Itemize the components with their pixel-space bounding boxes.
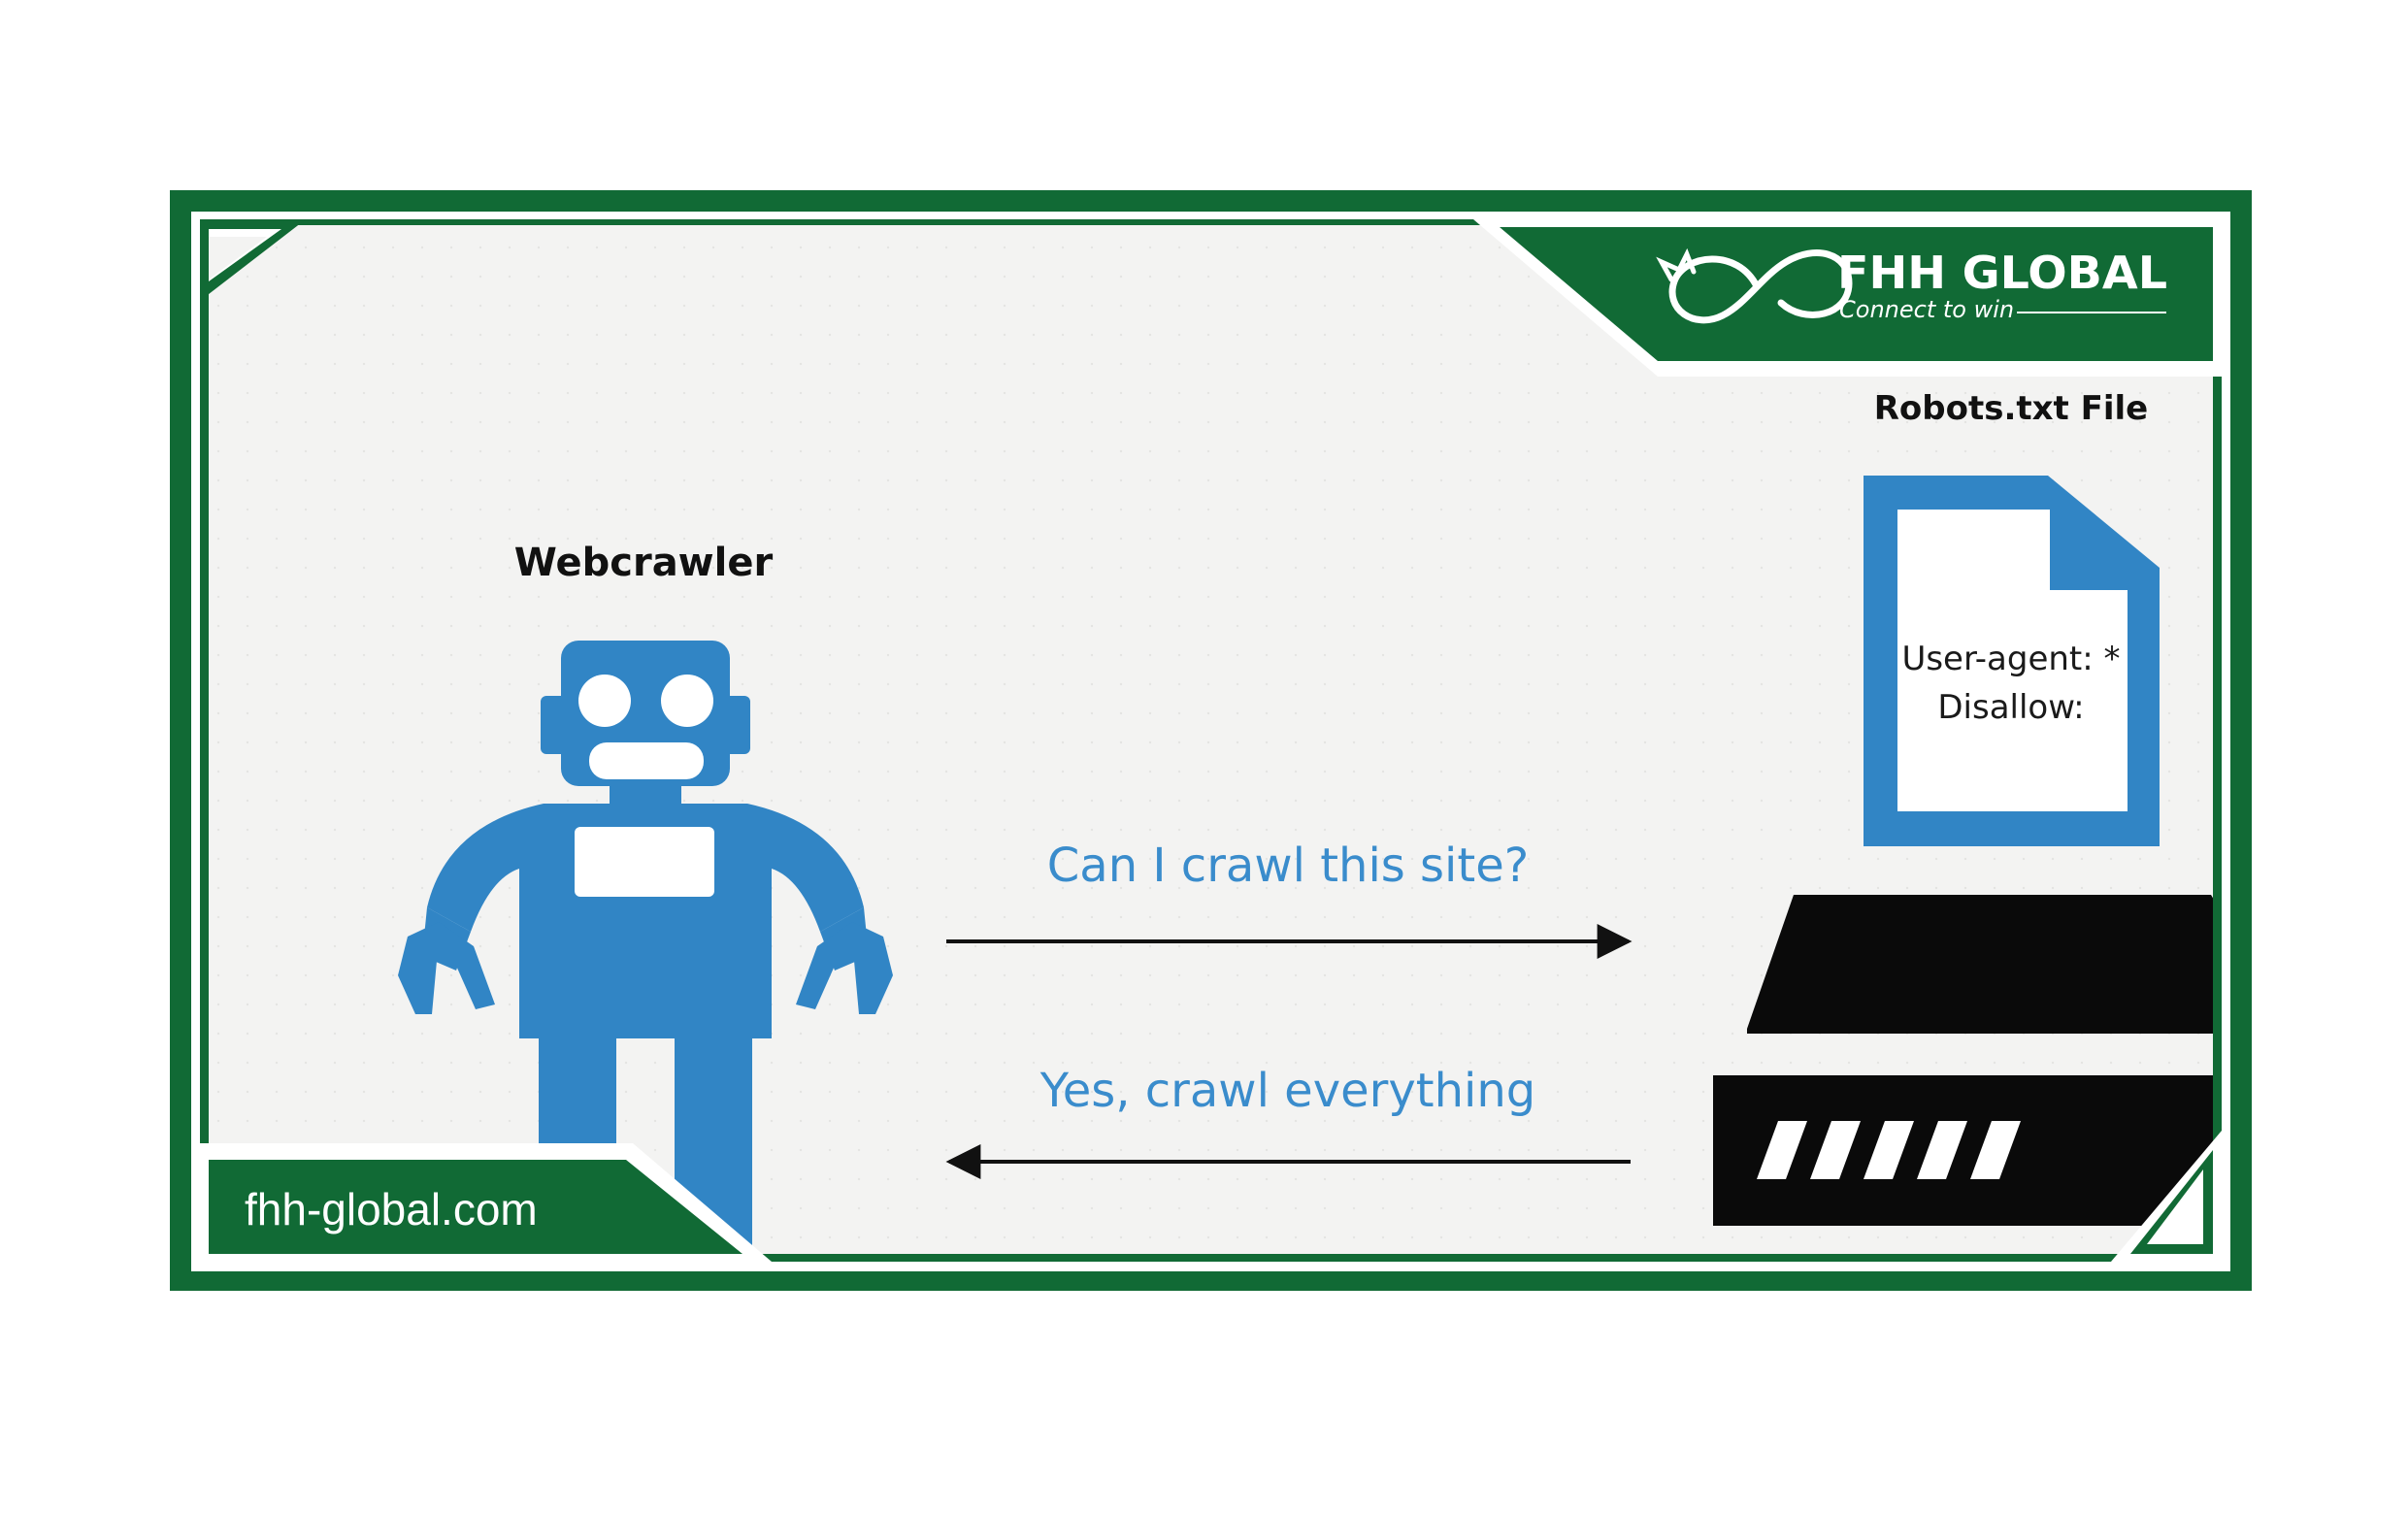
corner-decoration-top-left [200, 219, 306, 301]
server-vent-slots [1757, 1121, 2021, 1179]
server-icon [1713, 895, 2213, 1226]
robot-mouth [589, 742, 704, 779]
response-message: Yes, crawl everything [1039, 1064, 1535, 1118]
brand-tagline: Connect to win [1839, 296, 2014, 323]
request-message: Can I crawl this site? [1047, 839, 1529, 893]
robot-chest-panel [575, 827, 714, 897]
request-arrow: Can I crawl this site? [946, 839, 1633, 959]
document-icon: User-agent: * Disallow: [1864, 476, 2160, 846]
infinity-dragon-logo-icon [1656, 247, 1853, 324]
robot-face [575, 675, 714, 897]
brand-name: FHH GLOBAL [1837, 247, 2167, 299]
crawler-label: Webcrawler [514, 541, 774, 585]
robot-right-eye [661, 675, 713, 727]
corner-decoration-bottom-right [2111, 1131, 2222, 1262]
file-label: Robots.txt File [1874, 389, 2149, 428]
robot-left-eye [578, 675, 631, 727]
robots-line-2: Disallow: [1937, 688, 2084, 727]
robots-line-1: User-agent: * [1901, 640, 2120, 678]
website-url: fhh-global.com [245, 1184, 538, 1234]
url-banner [200, 1143, 772, 1262]
response-arrow: Yes, crawl everything [945, 1064, 1631, 1179]
